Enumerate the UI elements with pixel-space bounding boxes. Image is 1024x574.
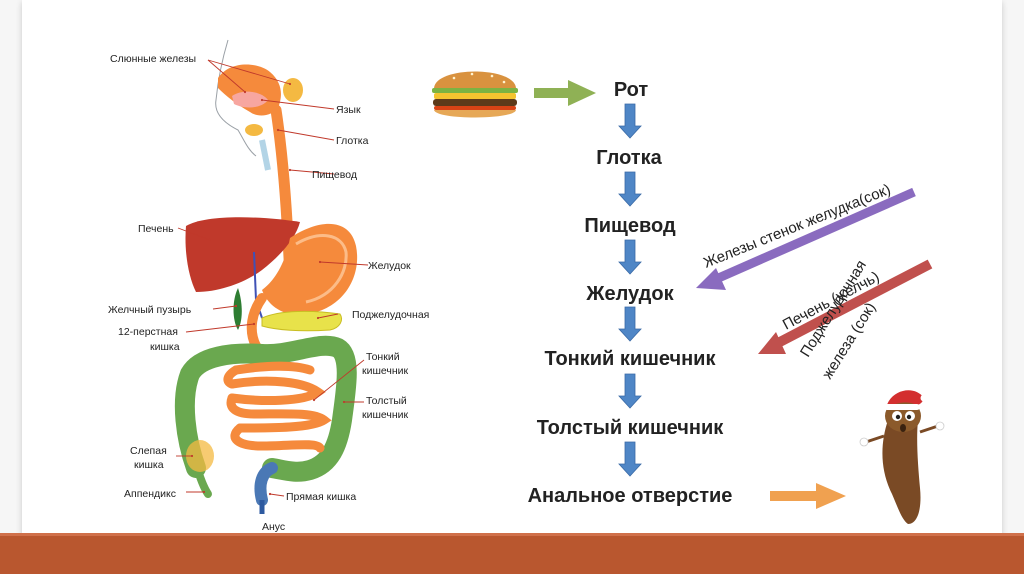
food-arrow <box>534 80 596 106</box>
label-stomach-glands: Железы стенок желудка(сок) <box>701 181 893 272</box>
label-anus: Анус <box>262 521 285 533</box>
label-stomach: Желудок <box>368 260 411 272</box>
rectum-shape <box>254 462 278 506</box>
stage-large-intestine: Толстый кишечник <box>537 417 725 439</box>
label-pancreas: Поджелудочная <box>352 309 429 321</box>
label-appendix: Аппендикс <box>124 488 176 500</box>
stomach-highlight <box>295 234 348 304</box>
footer-bar <box>0 536 1024 574</box>
label-gallbladder: Желчный пузырь <box>108 304 192 316</box>
small-intestine-shape <box>223 361 332 453</box>
stomach-shape <box>262 223 358 315</box>
label-small-intestine-line1: Тонкий <box>366 351 400 363</box>
pancreas-shape <box>261 310 343 332</box>
label-salivary-glands: Слюнные железы <box>110 53 196 65</box>
label-duodenum-line1: 12-перстная <box>118 326 178 338</box>
stage-pharynx: Глотка <box>596 147 662 169</box>
gallbladder-shape <box>233 288 242 330</box>
tongue-shape <box>232 91 268 108</box>
flow-chain: Рот Глотка Пищевод Желудок Тонкий кишечн… <box>528 79 733 507</box>
anatomy-figure: Слюнные железы Язык Глотка Пищевод Печен… <box>108 39 429 533</box>
salivary-gland-shape <box>283 78 303 102</box>
label-cecum-line1: Слепая <box>130 445 167 457</box>
label-duodenum-line2: кишка <box>150 341 180 353</box>
footer-line <box>0 533 1024 536</box>
stage-stomach: Желудок <box>585 283 674 305</box>
flow-arrow-1 <box>618 103 642 139</box>
label-esophagus: Пищевод <box>312 169 357 181</box>
label-tongue: Язык <box>336 104 361 116</box>
flow-arrow-6 <box>618 441 642 477</box>
liver-shape <box>185 217 300 292</box>
stomach-glands-arrow <box>696 187 916 290</box>
label-large-intestine-line1: Толстый <box>366 395 407 407</box>
stage-small-intestine: Тонкий кишечник <box>544 348 716 370</box>
liver-pancreas-arrow <box>758 259 933 354</box>
stage-mouth: Рот <box>614 79 649 101</box>
large-intestine-shape <box>174 335 357 482</box>
trachea-shape <box>259 139 271 171</box>
exit-arrow <box>770 483 846 509</box>
label-rectum: Прямая кишка <box>286 491 356 503</box>
stage-anal-opening: Анальное отверстие <box>528 485 733 507</box>
burger-icon <box>432 71 518 118</box>
stage-esophagus: Пищевод <box>584 215 676 237</box>
flow-arrow-5 <box>618 373 642 409</box>
leader-lines <box>176 59 369 497</box>
flow-arrow-4 <box>618 306 642 342</box>
poop-mascot-icon <box>859 390 945 524</box>
flow-arrow-3 <box>618 239 642 275</box>
head-outline <box>215 39 257 157</box>
label-small-intestine-line2: кишечник <box>362 365 409 377</box>
label-cecum-line2: кишка <box>134 459 164 471</box>
flow-arrow-2 <box>618 171 642 207</box>
salivary-gland-lower-shape <box>245 124 263 136</box>
label-liver: Печень <box>138 223 174 235</box>
label-large-intestine-line2: кишечник <box>362 409 409 421</box>
cecum-shape <box>186 440 214 472</box>
label-pharynx: Глотка <box>336 135 369 147</box>
